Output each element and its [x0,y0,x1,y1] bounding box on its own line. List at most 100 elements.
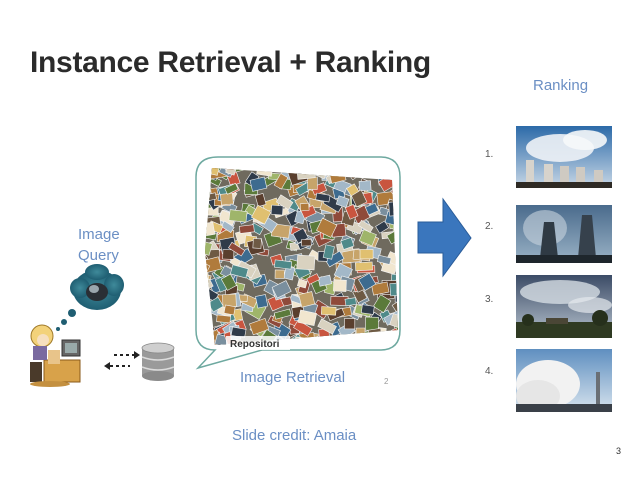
collage-photo [297,347,312,363]
collage-photo [307,176,318,190]
collage-photo [216,314,231,324]
collage-photo [275,194,294,211]
collage-photo [222,249,235,260]
collage-photo [360,304,375,315]
collage-photo [273,173,289,190]
collage-photo [251,204,272,225]
collage-photo [220,273,238,291]
repository-label: Repositori [230,339,280,350]
collage-photo [214,168,229,171]
collage-photo [232,154,240,166]
collage-photo [223,304,236,316]
collage-photo [381,168,398,177]
collage-photo [298,291,316,308]
slide-credit: Slide credit: Amaia [232,427,357,444]
ranking-thumbnail-2 [516,205,612,263]
collage-photo [255,294,269,309]
collage-photo [355,327,366,335]
collage-photo [224,182,239,195]
rank-number: 3. [485,294,494,305]
collage-photo [335,195,350,208]
collage-photo [362,168,381,178]
collage-photo [249,318,270,336]
collage-photo [220,220,235,233]
collage-photo [297,278,308,289]
collage-photo [358,180,372,192]
collage-photo [205,168,211,183]
collage-photo [353,168,366,178]
image-query-line2: Query [78,247,119,264]
collage-photo [344,297,357,307]
collage-photo [340,236,355,250]
collage-photo [333,262,353,282]
collage-photo [371,281,390,296]
collage-photo [296,169,316,180]
collage-photo [388,154,402,166]
collage-photo [325,335,339,345]
collage-photo [330,333,347,345]
collage-photo [205,328,210,336]
collage-photo [372,294,392,314]
rank-number: 2. [485,221,494,232]
collage-photo [296,254,316,271]
collage-photo [205,308,209,320]
collage-photo [367,168,381,175]
thought-bubble-icon [56,264,124,331]
collage-photo [319,168,335,177]
collage-photo [344,318,356,330]
ranking-thumbnail-1 [516,126,612,188]
collage-photo [358,344,378,345]
collage-photo [244,168,263,172]
user-at-computer-icon [30,324,81,387]
collage-photo [388,200,398,217]
retrieval-small-number: 2 [384,377,389,386]
collage-photo [205,168,220,176]
image-retrieval-label: Image Retrieval [240,369,346,386]
collage-photo [315,192,331,203]
collage-photo [205,240,213,256]
image-query-label: Image Query [78,224,120,266]
page-number: 3 [616,446,622,456]
collage-photo [205,184,212,201]
collage-photo [205,214,210,229]
ranking-thumbnail-4 [516,349,612,412]
collage-photo [306,273,321,285]
collage-photo [205,321,212,335]
collage-photo [316,217,338,238]
collage-photo [358,219,374,233]
rank-number: 1. [485,149,494,160]
collage-photo [333,279,347,292]
collage-photo [347,333,362,345]
collage-photo [222,293,237,308]
collage-photo [294,336,310,345]
collage-photo [301,239,312,247]
collage-photo [353,332,365,345]
collage-photo [273,259,293,270]
collage-photo [367,327,383,343]
image-query-line1: Image [78,226,120,243]
collage-photo [318,154,328,167]
collage-photo [394,292,398,303]
collage-photo [322,244,335,260]
collage-photo [355,168,374,178]
arrow-right-icon [417,197,472,278]
collage-photo [376,254,392,265]
collage-photo [390,183,398,198]
collage-photo [274,269,285,279]
collage-photo [348,168,365,173]
collage-photo [223,168,246,171]
collage-photo [344,204,359,220]
collage-photo [205,344,210,345]
collage-photo [334,334,349,345]
collage-photo [229,264,249,279]
ranking-thumbnail-3 [516,275,612,338]
collage-photo [228,209,248,223]
collage-photo [333,168,353,170]
collage-photo [270,204,284,216]
collage-photo [365,316,379,331]
collage-photo [238,224,255,234]
collage-photo [254,193,267,207]
collage-photo [331,337,343,345]
collage-photo [338,347,353,358]
